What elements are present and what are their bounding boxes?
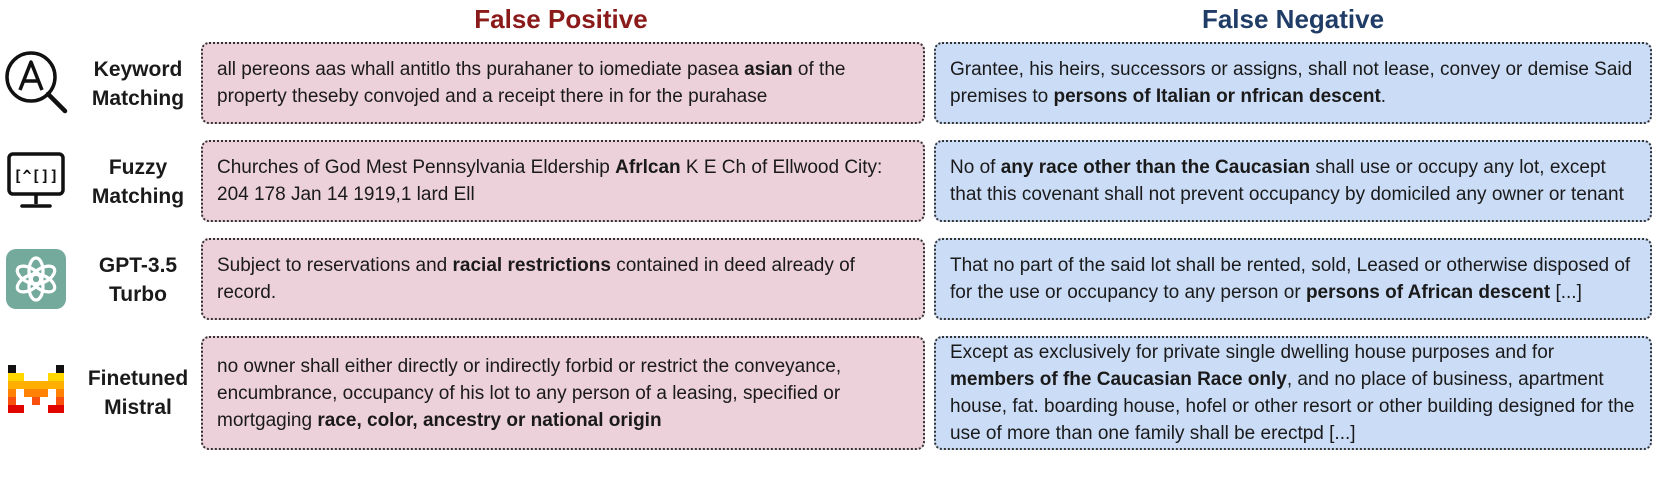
false-positive-header: False Positive (474, 4, 648, 34)
false-negative-example: No of any race other than the Caucasian … (934, 140, 1652, 222)
magnifier-letter-a-icon (2, 42, 70, 124)
false-positive-example: Subject to reservations and racial restr… (201, 238, 925, 320)
false-negative-example: Except as exclusively for private single… (934, 336, 1652, 450)
mistral-logo-icon (2, 336, 70, 450)
openai-logo-icon (2, 238, 70, 320)
false-positive-example: no owner shall either directly or indire… (201, 336, 925, 450)
false-negative-example: Grantee, his heirs, successors or assign… (934, 42, 1652, 124)
false-negative-example: That no part of the said lot shall be re… (934, 238, 1652, 320)
regex-glyph: [^[]] (13, 167, 58, 185)
false-negative-header: False Negative (1201, 4, 1385, 34)
false-positive-example: all pereons aas whall antitlo ths puraha… (201, 42, 925, 124)
monitor-regex-icon: [^[]] (2, 140, 70, 222)
false-positive-example: Churches of God Mest Pennsylvania Elders… (201, 140, 925, 222)
